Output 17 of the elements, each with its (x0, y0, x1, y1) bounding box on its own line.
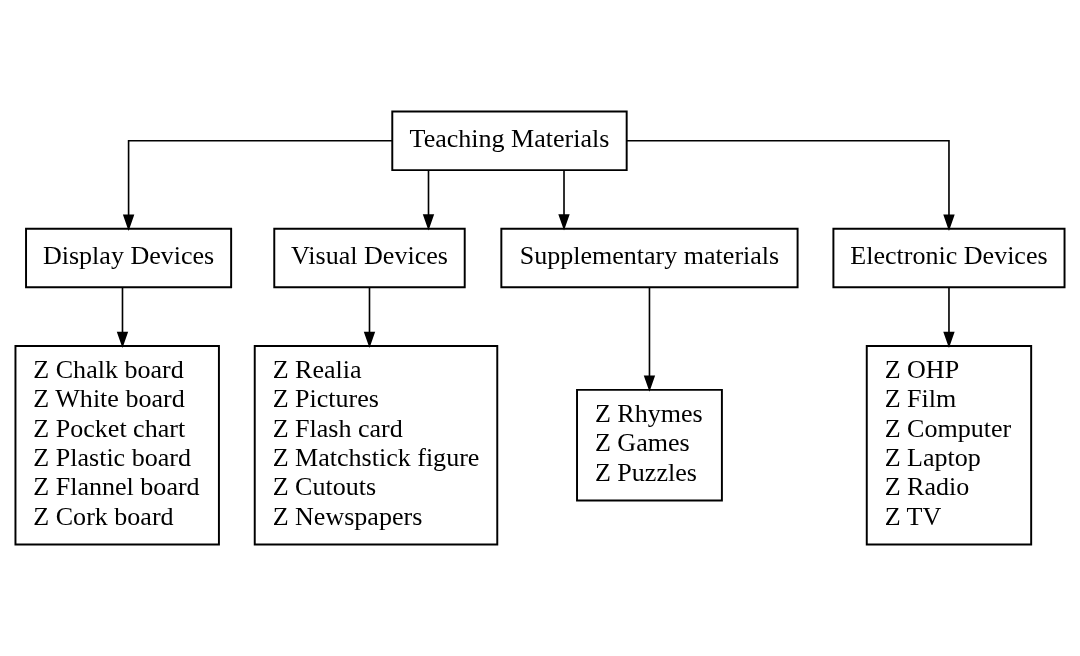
node-box: Visual Devices (273, 227, 466, 289)
node-box: Z OHP Z Film Z Computer Z Laptop Z Radio Z TV (865, 344, 1033, 546)
arrow (422, 169, 435, 231)
arrow (558, 169, 570, 231)
arrow (943, 286, 955, 348)
node-box: Display Devices (25, 227, 233, 289)
node-box: Supplementary materials (500, 227, 799, 289)
node-box: Teaching Materials (391, 110, 628, 172)
arrow (122, 140, 393, 231)
node-box: Electronic Devices (832, 227, 1066, 289)
arrow (625, 140, 955, 231)
node-box: Z Chalk board Z White board Z Pocket chart Z Plastic board Z Flannel board Z Cork board (14, 344, 220, 546)
arrow (116, 286, 129, 348)
arrow (643, 286, 656, 392)
node-box: Z Rhymes Z Games Z Puzzles (576, 388, 723, 502)
arrow (363, 286, 376, 348)
node-box: Z Realia Z Pictures Z Flash card Z Matchstick figure Z Cutouts Z Newspapers (253, 344, 499, 546)
